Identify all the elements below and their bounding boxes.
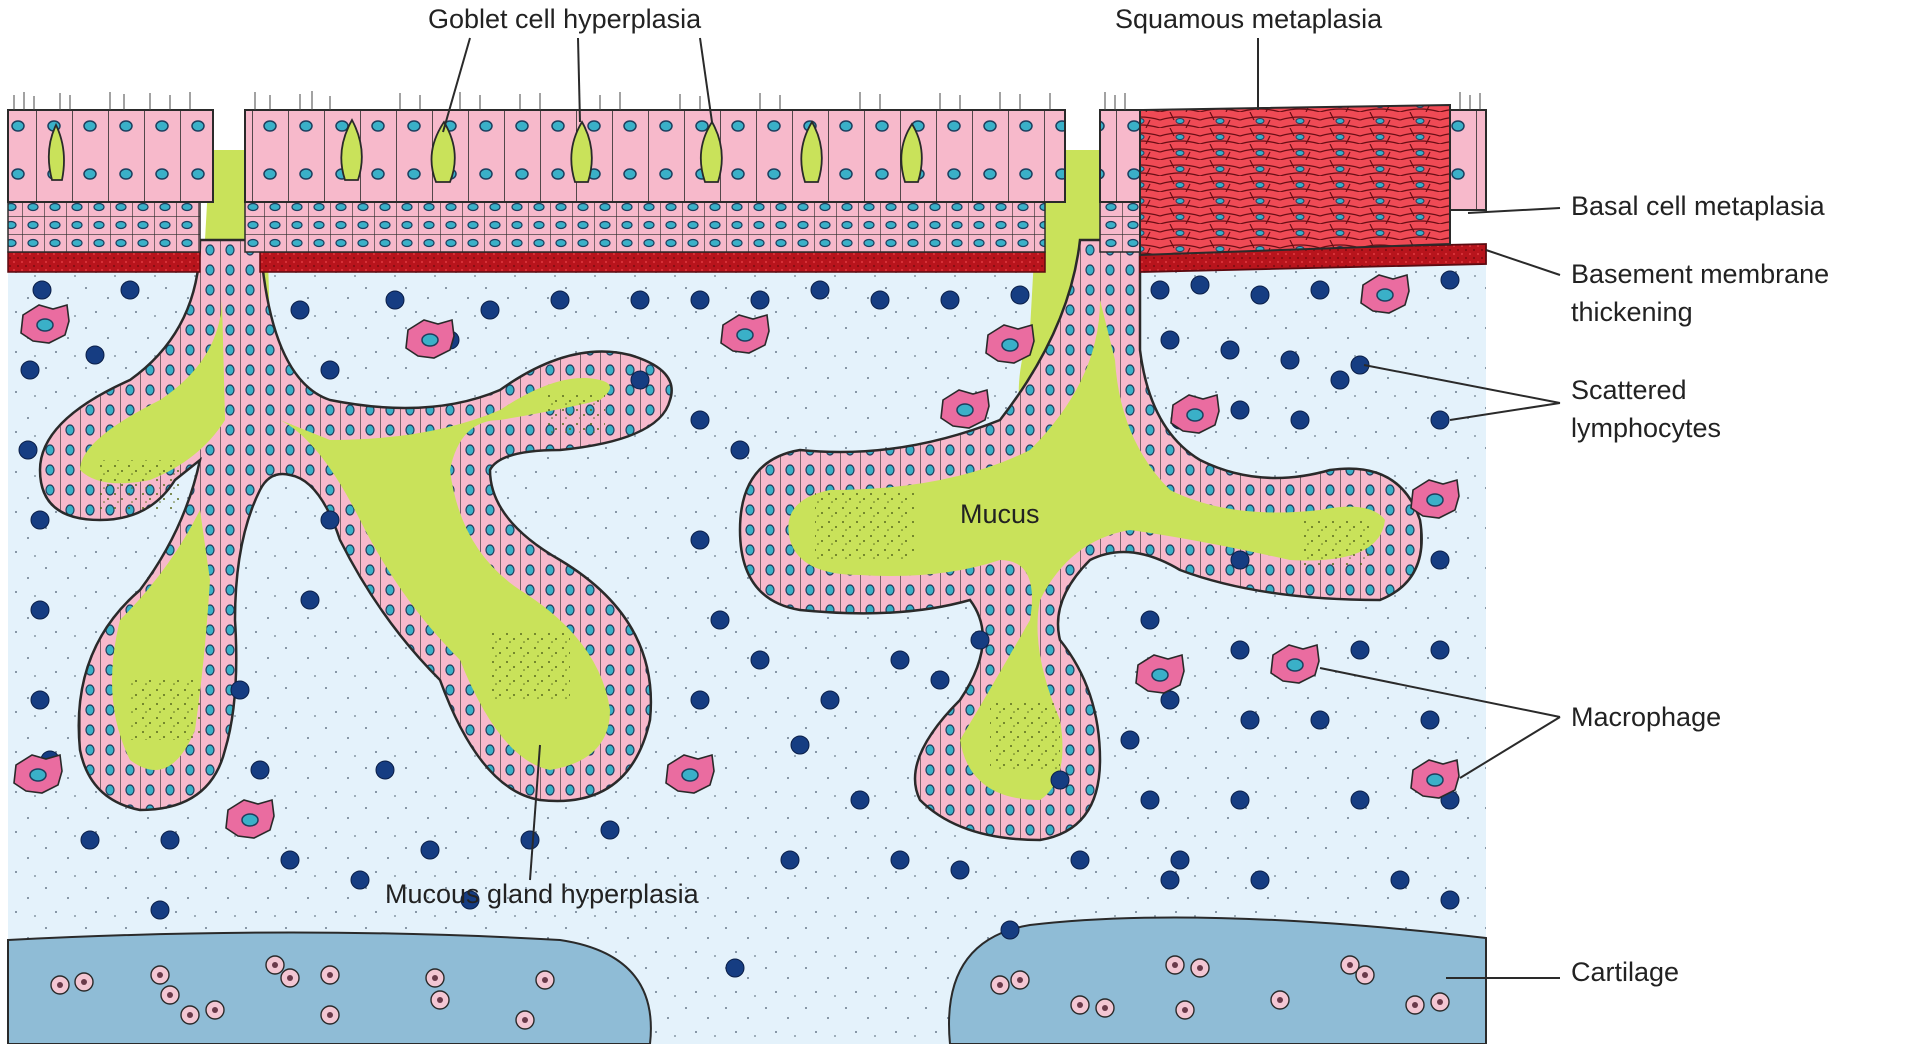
label-mucus: Mucus xyxy=(960,499,1040,529)
label-lymphocytes: lymphocytes xyxy=(1571,413,1721,443)
label-mucous-gland-hyperplasia: Mucous gland hyperplasia xyxy=(385,879,700,909)
squamous-epithelium xyxy=(1140,105,1450,255)
label-goblet-cell-hyperplasia: Goblet cell hyperplasia xyxy=(428,4,702,34)
label-squamous-metaplasia: Squamous metaplasia xyxy=(1115,4,1383,34)
label-scattered: Scattered xyxy=(1571,375,1687,405)
label-basement-thickening: thickening xyxy=(1571,297,1693,327)
label-cartilage: Cartilage xyxy=(1571,957,1679,987)
label-macrophage: Macrophage xyxy=(1571,702,1721,732)
label-basal-cell-metaplasia: Basal cell metaplasia xyxy=(1571,191,1826,221)
basal-cell-layer xyxy=(8,200,1140,252)
cartilage-plate-left xyxy=(8,933,651,1044)
label-basement-membrane: Basement membrane xyxy=(1571,259,1829,289)
